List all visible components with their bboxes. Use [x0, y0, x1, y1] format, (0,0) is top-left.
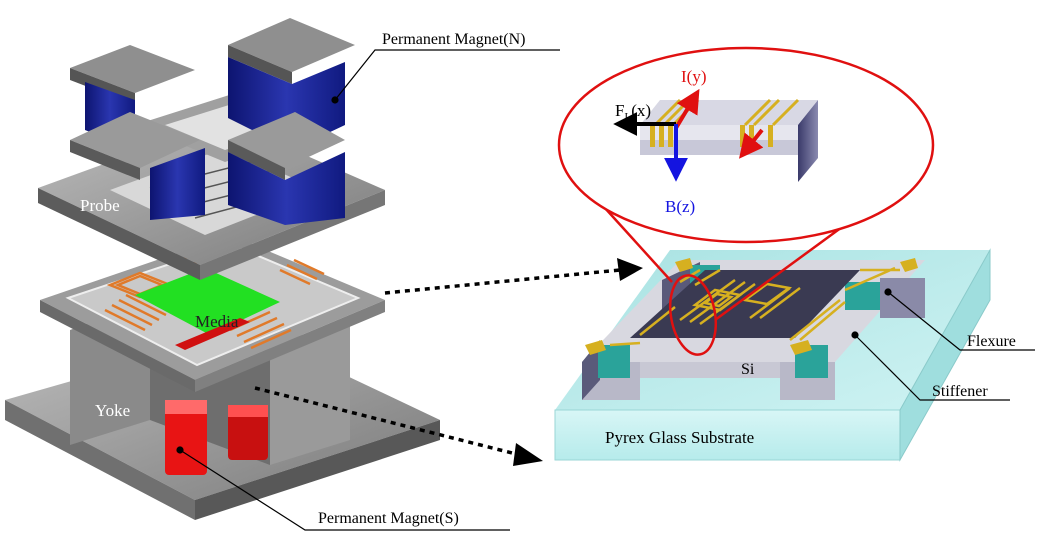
force-axis: (x) — [631, 101, 651, 120]
zoom-callout: I(y) FL(x) B(z) — [557, 46, 935, 356]
magnet-n-label: Permanent Magnet(N) — [382, 31, 526, 48]
mems-chip: Si Pyrex Glass Substrate — [554, 248, 991, 462]
si-label: Si — [741, 361, 755, 378]
magnet-s-label: Permanent Magnet(S) — [318, 510, 459, 527]
stiffener-label: Stiffener — [932, 383, 988, 400]
callout-small-ellipse — [668, 274, 718, 356]
field-label: B(z) — [665, 197, 695, 216]
leader-lines-left — [176, 49, 560, 531]
force-symbol: F — [615, 101, 624, 120]
current-arrow-2 — [739, 128, 764, 159]
gold-coils — [609, 266, 900, 347]
probe-label: Probe — [80, 196, 120, 215]
flexure-label: Flexure — [967, 333, 1016, 350]
media-layer — [40, 235, 385, 392]
leader-lines-right — [851, 288, 1035, 401]
current-arrow — [674, 88, 700, 130]
substrate-label: Pyrex Glass Substrate — [605, 428, 754, 447]
yoke-label: Yoke — [95, 401, 130, 420]
force-label: FL(x) — [615, 101, 651, 123]
media-label: Media — [195, 312, 239, 331]
si-plate — [630, 270, 860, 338]
permanent-magnet-n — [70, 18, 355, 225]
exploded-assembly: Probe Media Yoke — [5, 18, 440, 520]
connector-arrows — [254, 258, 643, 466]
force-subscript: L — [624, 111, 631, 123]
current-label: I(y) — [681, 67, 706, 86]
permanent-magnet-s — [165, 400, 268, 475]
media-area — [135, 268, 280, 335]
